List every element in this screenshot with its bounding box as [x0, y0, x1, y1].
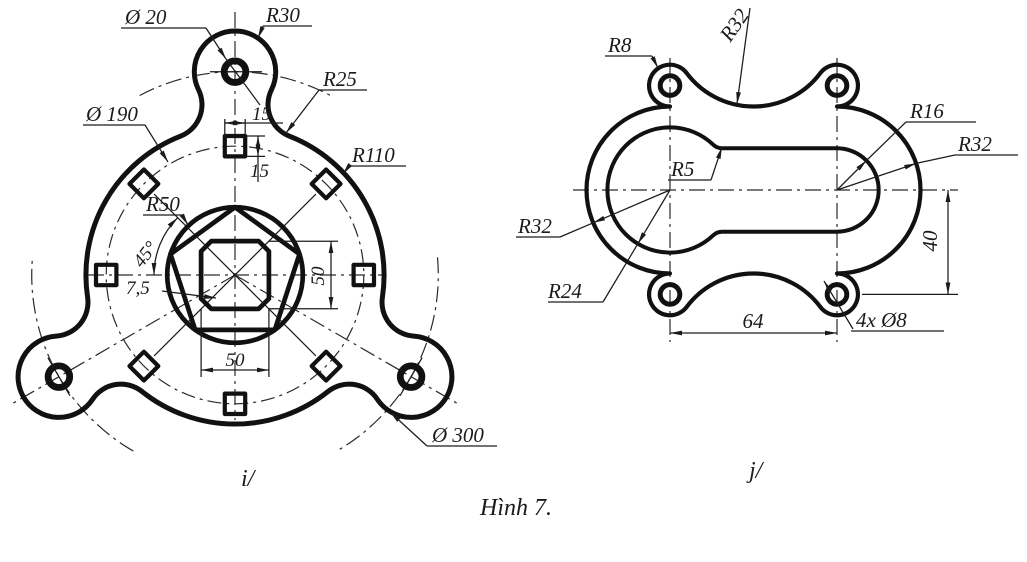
left-dimensions: Ø 20 R30 R25 Ø 190 R110 R50 Ø 3 — [83, 3, 497, 447]
dim-label-r8: R8 — [607, 33, 632, 57]
r16-leader-arrow — [836, 160, 867, 191]
r32-top-leader — [736, 7, 751, 105]
dim-label-45: 45° — [129, 237, 162, 271]
holes-leader — [823, 280, 854, 330]
d190-leader — [144, 124, 169, 163]
left-centerlines — [9, 12, 461, 452]
right-part-drawing: R8 R32 R16 R32 R5 R32 — [516, 4, 1018, 342]
r32-right-leader-arrow — [836, 162, 917, 191]
left-lobe-circle-300-left-arc — [31, 257, 134, 452]
left-hole-lower-left — [44, 362, 74, 391]
dim-label-r25: R25 — [322, 67, 357, 91]
r25-leader — [285, 89, 320, 134]
left-lowerright-hole-tick — [399, 357, 423, 397]
dim-label-15v: 15 — [250, 161, 269, 182]
r32-left-leader-arrow — [592, 189, 671, 224]
bolt-square-bottom — [222, 391, 248, 417]
left-center-pentagon — [168, 204, 302, 333]
left-part-drawing: Ø 20 R30 R25 Ø 190 R110 R50 Ø 3 — [9, 3, 497, 452]
r16-leader — [866, 121, 907, 161]
d20-leader-tail — [225, 58, 261, 106]
d300-leader — [389, 411, 428, 447]
right-hole-top-left — [657, 73, 683, 98]
bolt-square-left — [93, 262, 119, 288]
bolt-square-top — [222, 133, 248, 159]
left-part-label: i/ — [241, 466, 257, 492]
r32-right-leader — [916, 154, 956, 165]
dim-label-50h: 50 — [226, 350, 246, 371]
dim-label-50v: 50 — [308, 266, 329, 286]
dim75-leader — [161, 290, 217, 299]
right-hole-bottom-right — [824, 282, 850, 307]
dim-label-r5: R5 — [670, 157, 694, 181]
dim-label-d190: Ø 190 — [85, 102, 138, 126]
left-bolt-squares — [93, 133, 377, 417]
left-hole-top — [220, 57, 250, 86]
dim-label-d20: Ø 20 — [124, 5, 167, 29]
left-center-chamfered-square — [198, 238, 272, 312]
bolt-square-right — [351, 262, 377, 288]
dim-label-r24: R24 — [547, 279, 582, 303]
dim-label-64: 64 — [743, 309, 765, 333]
dim-label-r50: R50 — [145, 192, 180, 216]
dim45-arc — [151, 217, 179, 276]
r32-left-leader — [559, 222, 594, 238]
right-part-label: j/ — [746, 458, 765, 484]
r5-leader — [710, 146, 723, 181]
r30-leader — [257, 25, 265, 39]
r24-leader — [602, 243, 639, 303]
dim-label-40: 40 — [918, 230, 942, 252]
r50-leader — [179, 213, 189, 226]
right-hole-bottom-left — [657, 282, 683, 307]
left-hole-lower-right — [396, 362, 426, 391]
dim-label-15h: 15 — [252, 104, 271, 125]
right-centerlines — [573, 58, 958, 342]
bolt-diamond-lower-left — [127, 349, 161, 383]
left-bolt-circle-190 — [105, 145, 365, 405]
bolt-diamond-upper-right — [309, 167, 343, 201]
right-keyhole-slot — [605, 125, 881, 255]
r110-leader — [342, 162, 353, 175]
bolt-diamond-lower-right — [309, 349, 343, 383]
right-hole-top-right — [824, 73, 850, 98]
dim-label-r32-right: R32 — [957, 132, 992, 156]
dim-label-r110: R110 — [351, 143, 395, 167]
r24-leader-arrow — [637, 189, 671, 245]
right-part-outline — [584, 62, 923, 318]
bolt-diamond-upper-left — [127, 167, 161, 201]
dim-label-r16: R16 — [909, 99, 944, 123]
dim-label-d300: Ø 300 — [431, 423, 484, 447]
right-dimensions: R8 R32 R16 R32 R5 R32 — [516, 4, 1018, 336]
dim-label-r30: R30 — [265, 3, 300, 27]
dim-label-r32-left: R32 — [517, 214, 552, 238]
left-lowerleft-hole-tick — [47, 357, 71, 397]
d20-leader — [205, 27, 227, 60]
left-lobe-circle-300-right-arc — [336, 257, 439, 452]
dim-label-75: 7,5 — [126, 278, 150, 299]
r8-leader — [650, 55, 659, 69]
dim-label-4xd8: 4x Ø8 — [856, 308, 907, 332]
figure-caption: Hình 7. — [479, 495, 552, 521]
